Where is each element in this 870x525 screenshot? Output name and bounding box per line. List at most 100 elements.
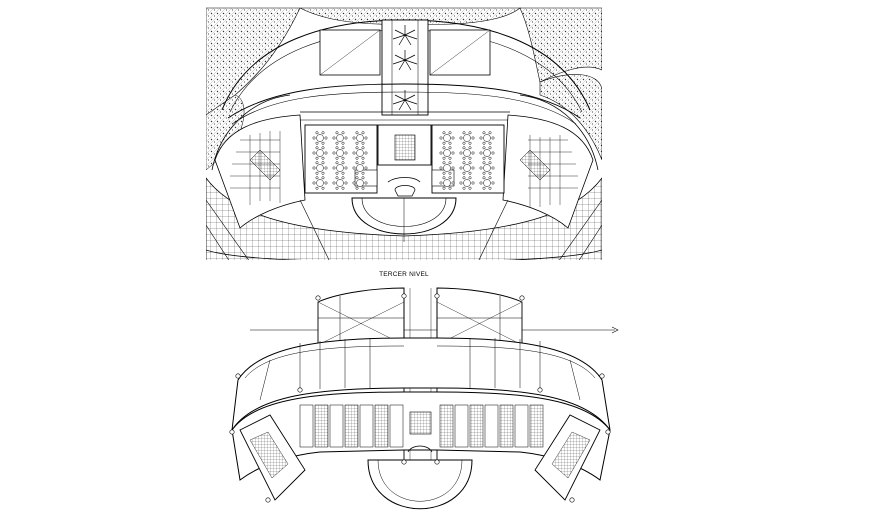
- chair-icon: [439, 136, 443, 140]
- chair-icon: [344, 181, 348, 185]
- chair-icon: [479, 166, 483, 170]
- table-icon: [483, 134, 491, 142]
- chair-icon: [341, 171, 345, 175]
- chair-icon: [364, 151, 368, 155]
- chair-icon: [335, 131, 339, 135]
- room: [359, 404, 374, 448]
- chair-icon: [479, 181, 483, 185]
- table-icon: [316, 164, 324, 172]
- table-icon: [463, 164, 471, 172]
- chair-icon: [344, 166, 348, 170]
- chair-icon: [468, 141, 472, 145]
- chair-icon: [315, 156, 319, 160]
- table-icon: [483, 164, 491, 172]
- chair-icon: [341, 156, 345, 160]
- chair-icon: [355, 171, 359, 175]
- chair-icon: [341, 141, 345, 145]
- chair-icon: [352, 181, 356, 185]
- terrain-hatch-right-lower: [539, 74, 602, 161]
- chair-icon: [332, 166, 336, 170]
- chair-icon: [364, 166, 368, 170]
- chair-icon: [355, 156, 359, 160]
- table-icon: [443, 149, 451, 157]
- chair-icon: [482, 156, 486, 160]
- table-icon: [463, 134, 471, 142]
- chair-icon: [462, 171, 466, 175]
- room: [499, 404, 514, 448]
- chair-icon: [468, 176, 472, 180]
- room: [329, 404, 344, 448]
- grid-marker: [434, 293, 440, 299]
- chair-icon: [471, 166, 475, 170]
- chair-icon: [335, 161, 339, 165]
- grid-marker: [434, 459, 440, 465]
- room: [484, 404, 499, 448]
- chair-icon: [312, 151, 316, 155]
- chair-icon: [442, 156, 446, 160]
- chair-icon: [468, 161, 472, 165]
- chair-icon: [321, 171, 325, 175]
- chair-icon: [361, 186, 365, 190]
- chair-icon: [468, 156, 472, 160]
- chair-icon: [355, 141, 359, 145]
- chair-icon: [324, 181, 328, 185]
- grid-marker: [519, 295, 525, 301]
- chair-icon: [462, 176, 466, 180]
- chair-icon: [335, 141, 339, 145]
- chair-icon: [491, 136, 495, 140]
- table-icon: [483, 149, 491, 157]
- table-icon: [463, 179, 471, 187]
- chair-icon: [361, 161, 365, 165]
- room: [299, 404, 314, 448]
- chair-icon: [459, 136, 463, 140]
- chair-icon: [355, 186, 359, 190]
- table-icon: [443, 134, 451, 142]
- upper-left-block: [317, 287, 405, 346]
- chair-icon: [344, 151, 348, 155]
- grid-marker: [605, 429, 611, 435]
- chair-icon: [341, 176, 345, 180]
- chair-icon: [442, 141, 446, 145]
- chair-icon: [321, 176, 325, 180]
- chair-icon: [315, 161, 319, 165]
- table-icon: [316, 179, 324, 187]
- chair-icon: [448, 161, 452, 165]
- chair-icon: [479, 151, 483, 155]
- table-icon: [316, 149, 324, 157]
- chair-icon: [341, 186, 345, 190]
- chair-icon: [324, 151, 328, 155]
- chair-icon: [471, 136, 475, 140]
- grid-marker: [315, 295, 321, 301]
- chair-icon: [364, 181, 368, 185]
- upper-floor-plan: [206, 7, 602, 260]
- chair-icon: [315, 131, 319, 135]
- chair-icon: [488, 171, 492, 175]
- chair-icon: [468, 171, 472, 175]
- chair-icon: [488, 141, 492, 145]
- chair-icon: [312, 166, 316, 170]
- table-icon: [316, 134, 324, 142]
- chair-icon: [355, 176, 359, 180]
- chair-icon: [462, 186, 466, 190]
- chair-icon: [451, 151, 455, 155]
- chair-icon: [315, 186, 319, 190]
- chair-icon: [321, 141, 325, 145]
- chair-icon: [488, 161, 492, 165]
- chair-icon: [341, 146, 345, 150]
- chair-icon: [482, 161, 486, 165]
- chair-icon: [361, 156, 365, 160]
- table-icon: [356, 149, 364, 157]
- chair-icon: [468, 146, 472, 150]
- chair-icon: [332, 181, 336, 185]
- chair-icon: [352, 151, 356, 155]
- room: [439, 404, 454, 448]
- table-icon: [336, 179, 344, 187]
- chair-icon: [321, 156, 325, 160]
- grid-marker: [401, 459, 407, 465]
- chair-icon: [462, 131, 466, 135]
- upper-right-block: [436, 287, 523, 346]
- chair-icon: [315, 171, 319, 175]
- grid-marker: [235, 373, 241, 379]
- chair-icon: [451, 181, 455, 185]
